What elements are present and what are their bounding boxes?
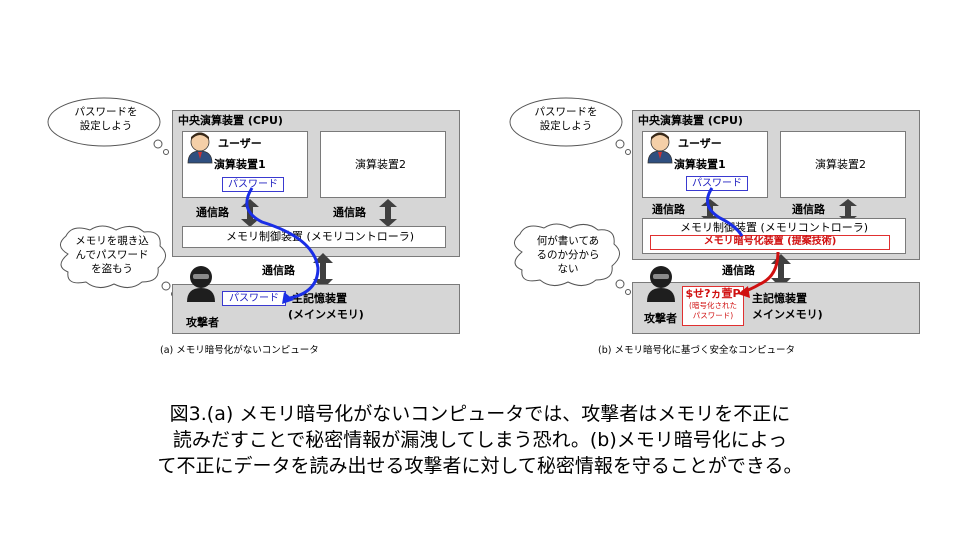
memory-label: 主記憶装置 [752,292,807,305]
memctrl-label: メモリ制御装置 (メモリコントローラ) [680,221,869,234]
attacker-label: 攻撃者 [186,316,219,329]
bidirectional-arrow-icon [839,199,857,223]
thought-bubble-icon [60,225,177,297]
user-label: ユーザー [218,137,262,150]
user-icon [647,132,673,164]
bubble-attacker: メモリを覗き込 んでパスワード を盗もう [75,235,149,275]
caption-b: (b) メモリ暗号化に基づく安全なコンピュータ [598,345,795,356]
bus-label-3: 通信路 [722,264,755,277]
memory-sublabel: (メインメモリ) [288,308,364,321]
unit2-box [780,131,906,198]
unit2-label: 演算装置2 [355,158,406,171]
password-box-cpu: パスワード [222,177,284,192]
bidirectional-arrow-icon [379,199,397,227]
encrypted-note: (暗号化された パスワード) [689,301,737,320]
attacker-icon [187,266,215,302]
main-memory-panel [172,284,460,334]
main-memory-panel [632,282,920,334]
thought-bubble-icon [514,223,631,295]
unit2-label: 演算装置2 [815,158,866,171]
encrypted-password-box: $せ?ヵ萱P (暗号化された パスワード) [682,286,744,326]
thought-bubble-icon [47,97,169,155]
figure-caption-line-3: て不正にデータを読み出せる攻撃者に対して秘密情報を守ることができる。 [157,455,803,477]
user-label: ユーザー [678,137,722,150]
memory-label: 主記憶装置 [292,292,347,305]
unit2-box [320,131,446,198]
password-box-cpu: パスワード [686,176,748,191]
bus-label-1: 通信路 [652,203,685,216]
figure-caption-line-2: 読みだすことで秘密情報が漏洩してしまう恐れ。(b)メモリ暗号化によっ [172,429,788,451]
bus-label-2: 通信路 [333,206,366,219]
figure-caption-line-1: 図3.(a) メモリ暗号化がないコンピュータでは、攻撃者はメモリを不正に [169,403,791,425]
bubble-set-password: パスワードを 設定しよう [534,106,598,132]
user-icon [187,132,213,164]
bus-label-3: 通信路 [262,264,295,277]
caption-a: (a) メモリ暗号化がないコンピュータ [160,345,319,356]
memctrl-box [182,226,446,248]
bubble-set-password: パスワードを 設定しよう [74,106,138,132]
bubble-attacker: 何が書いてあ るのか分から ない [536,235,600,275]
bus-label-1: 通信路 [196,206,229,219]
memctrl-label: メモリ制御装置 (メモリコントローラ) [226,230,415,243]
memory-sublabel: メインメモリ) [752,308,823,321]
thought-bubble-icon [509,97,631,155]
password-box-memory: パスワード [222,291,286,306]
unit1-label: 演算装置1 [214,158,266,171]
cpu-label: 中央演算装置 (CPU) [638,114,743,127]
cpu-label: 中央演算装置 (CPU) [178,114,283,127]
encrypted-text: $せ?ヵ萱P [685,287,741,300]
encryptor-box: メモリ暗号化装置 (提案技術) [650,235,890,250]
bus-label-2: 通信路 [792,203,825,216]
attacker-icon [647,266,675,302]
attacker-label: 攻撃者 [644,312,677,325]
unit1-label: 演算装置1 [674,158,726,171]
